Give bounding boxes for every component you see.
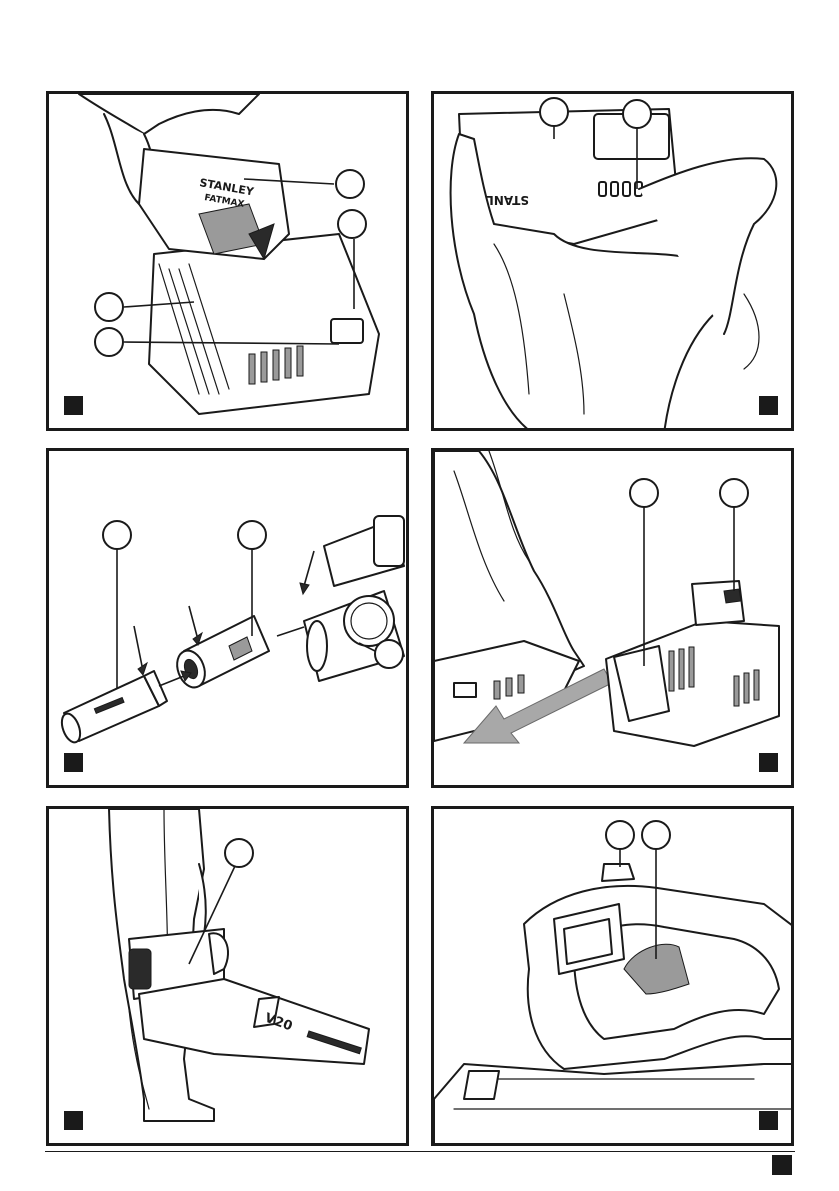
battery-gauge-illustration: STANLEY	[434, 94, 794, 431]
figure-marker	[64, 753, 83, 772]
nozzle-assembly-panel	[46, 448, 409, 788]
operator-illustration: V20	[49, 809, 409, 1146]
battery-removal-panel	[431, 448, 794, 788]
callout-marker	[95, 328, 123, 356]
battery-removal-illustration	[434, 451, 794, 788]
page-number-marker	[772, 1155, 792, 1175]
operator-holding-blower-panel: V20	[46, 806, 409, 1146]
figure-marker	[64, 396, 83, 415]
callout-marker	[375, 640, 403, 668]
callout-marker	[623, 100, 651, 128]
figure-marker	[759, 396, 778, 415]
footer-rule	[45, 1151, 795, 1152]
callout-marker	[630, 479, 658, 507]
callout-marker	[95, 293, 123, 321]
callout-marker	[336, 170, 364, 198]
figure-marker	[759, 753, 778, 772]
figure-marker	[759, 1111, 778, 1130]
charger-illustration: STANLEY FATMAX	[49, 94, 409, 431]
nozzle-assembly-illustration	[49, 451, 409, 788]
handle-illustration	[434, 809, 794, 1146]
callout-marker	[238, 521, 266, 549]
callout-marker	[642, 821, 670, 849]
callout-marker	[540, 98, 568, 126]
callout-marker	[606, 821, 634, 849]
callout-marker	[720, 479, 748, 507]
callout-marker	[103, 521, 131, 549]
callout-marker	[225, 839, 253, 867]
battery-gauge-panel: STANLEY	[431, 91, 794, 431]
charger-panel: STANLEY FATMAX	[46, 91, 409, 431]
charger-indicator-light	[331, 319, 363, 343]
figure-marker	[64, 1111, 83, 1130]
handle-closeup-panel	[431, 806, 794, 1146]
callout-marker	[338, 210, 366, 238]
